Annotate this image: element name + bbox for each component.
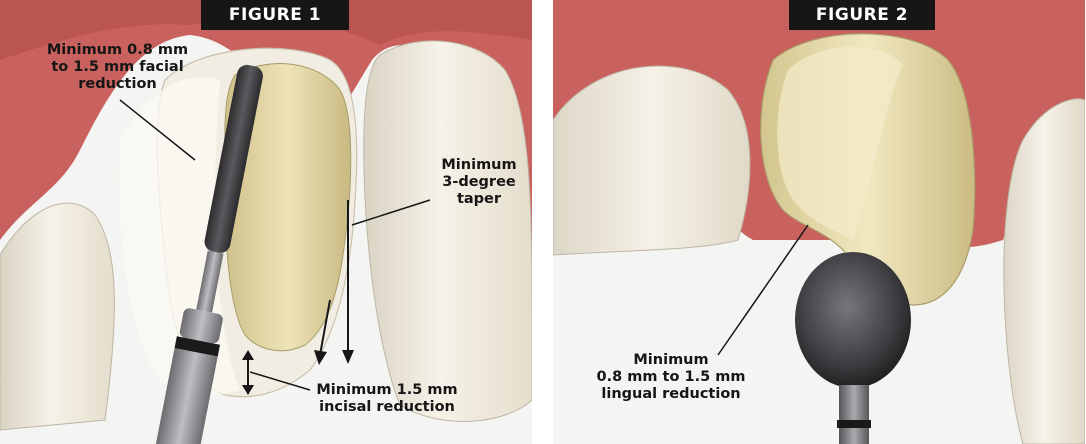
figure-1-panel: FIGURE 1 Minimum 0.8 mm to 1.5 mm facial… <box>0 0 532 444</box>
figure-1-title: FIGURE 1 <box>201 0 349 30</box>
bur-shank-2 <box>839 385 869 444</box>
bur-collar-2 <box>837 420 871 428</box>
bur-football-head <box>795 252 911 388</box>
figure-2-title: FIGURE 2 <box>789 0 935 30</box>
taper-label: Minimum 3-degree taper <box>418 157 532 208</box>
facial-reduction-label: Minimum 0.8 mm to 1.5 mm facial reductio… <box>30 42 205 93</box>
lingual-reduction-label: Minimum 0.8 mm to 1.5 mm lingual reducti… <box>596 352 746 403</box>
figure-2-panel: FIGURE 2 Minimum 0.8 mm to 1.5 mm lingua… <box>553 0 1085 444</box>
incisal-reduction-label: Minimum 1.5 mm incisal reduction <box>312 382 462 416</box>
left-tooth-2 <box>553 66 750 255</box>
left-lateral-tooth <box>0 203 114 430</box>
adjacent-central-tooth <box>364 41 532 422</box>
